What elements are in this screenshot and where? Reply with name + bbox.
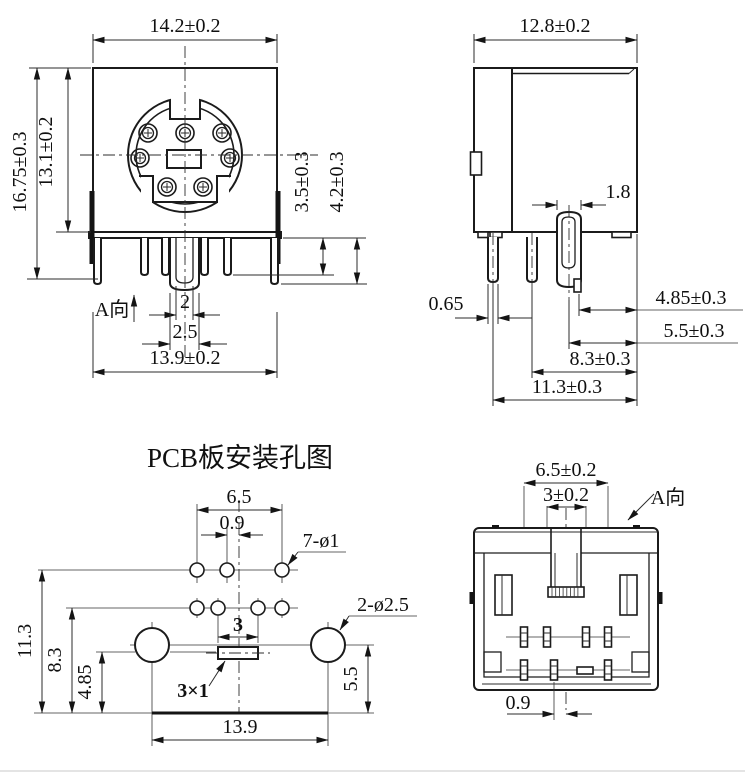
dim-inner-pins: 3±0.2 bbox=[543, 484, 589, 506]
leg bbox=[140, 238, 149, 277]
shield-channel-serration bbox=[547, 586, 585, 598]
mount-hole-left bbox=[134, 627, 170, 663]
side-view: 12.8±0.2 1.8 0.65 4.85±0.3 5.5±0.3 8.3±0… bbox=[429, 15, 743, 406]
pin-holes bbox=[130, 123, 240, 197]
right-shield-tab bbox=[275, 191, 281, 264]
dim-shield-slot: 2 bbox=[180, 291, 190, 313]
dim-pin-width: 0.65 bbox=[429, 293, 464, 315]
label-slot: 3×1 bbox=[177, 680, 208, 702]
dim-shield-leg-width: 1.8 bbox=[606, 181, 631, 203]
foot bbox=[489, 231, 503, 239]
dim-side-width-top: 12.8±0.2 bbox=[520, 15, 591, 37]
slot-opening bbox=[576, 666, 594, 675]
label-mount-holes: 2-ø2.5 bbox=[357, 594, 409, 616]
front-view: 14.2±0.2 16.75±0.3 13.1±0.2 3.5±0.3 4.2±… bbox=[9, 15, 367, 378]
dim-pin-row-span: 6.5 bbox=[227, 486, 252, 508]
dim-outer-pins: 6.5±0.2 bbox=[536, 459, 597, 481]
shield-leg-inner bbox=[175, 238, 194, 284]
leg bbox=[93, 238, 102, 286]
shield-leg-side-inner bbox=[561, 216, 576, 269]
corner-block-right bbox=[631, 651, 650, 673]
view-a-label-bottom: A向 bbox=[651, 486, 685, 509]
view-a-label-front: A向 bbox=[95, 298, 129, 321]
dim-shield-width: 2.5 bbox=[173, 321, 198, 343]
shield-tab-tip bbox=[573, 278, 582, 293]
dim-front-width-bottom: 13.9±0.2 bbox=[150, 347, 221, 369]
leg bbox=[223, 238, 232, 277]
pcb-hole-view: PCB板安装孔图 11.3 8.3 bbox=[14, 443, 417, 746]
dim-slot-to-edge: 4.85 bbox=[74, 665, 96, 700]
foot bbox=[477, 231, 489, 239]
leg bbox=[200, 238, 209, 277]
foot bbox=[611, 231, 632, 239]
dim-mount-span: 13.9 bbox=[223, 716, 258, 738]
left-shield-tab bbox=[89, 191, 95, 264]
shield-leg bbox=[169, 238, 200, 292]
connector-body-side bbox=[473, 67, 638, 233]
leg bbox=[161, 238, 170, 277]
inner-wall bbox=[483, 553, 650, 678]
center-key-hole bbox=[166, 149, 202, 169]
pcb-view-title: PCB板安装孔图 bbox=[147, 443, 333, 473]
dim-pin2-to-edge: 8.3±0.3 bbox=[570, 348, 631, 370]
dim-flange-to-pin: 3.5±0.3 bbox=[291, 152, 313, 213]
mount-hole-right bbox=[310, 627, 346, 663]
side-latch-window bbox=[469, 151, 483, 176]
dim-flange-to-leg: 4.2±0.3 bbox=[326, 152, 348, 213]
pin-row-1 bbox=[519, 626, 613, 648]
side-channel-left bbox=[494, 574, 513, 616]
dim-aview-center-offset: 0.9 bbox=[506, 692, 531, 714]
dim-center-offset: 0.9 bbox=[220, 512, 245, 534]
dim-row2-to-edge: 8.3 bbox=[44, 648, 66, 673]
dim-front-height-outer: 16.75±0.3 bbox=[9, 132, 31, 213]
dim-pin1-to-edge: 11.3±0.3 bbox=[532, 376, 602, 398]
dim-shield-center-to-edge: 5.5±0.3 bbox=[664, 320, 725, 342]
corner-block-left bbox=[483, 651, 502, 673]
edge-tab-right bbox=[658, 592, 663, 604]
view-a-leader bbox=[627, 493, 655, 521]
a-direction-view: 6.5±0.2 3±0.2 A向 0.9 bbox=[469, 459, 685, 720]
connector-body-bottom bbox=[473, 527, 659, 691]
dim-row1-to-edge: 11.3 bbox=[14, 624, 36, 658]
label-pin-holes: 7-ø1 bbox=[303, 530, 340, 552]
pin-row-2 bbox=[519, 659, 613, 681]
dim-front-height-inner: 13.1±0.2 bbox=[35, 117, 57, 188]
dim-mount-to-edge: 5.5 bbox=[340, 667, 362, 692]
pcb-pin-holes bbox=[189, 562, 290, 616]
leg bbox=[270, 238, 279, 286]
side-channel-right bbox=[619, 574, 638, 616]
dim-front-width-top: 14.2±0.2 bbox=[150, 15, 221, 37]
dim-center-pins: 3 bbox=[233, 614, 243, 636]
dim-shield-to-edge: 4.85±0.3 bbox=[656, 287, 727, 309]
edge-tab-left bbox=[469, 592, 474, 604]
